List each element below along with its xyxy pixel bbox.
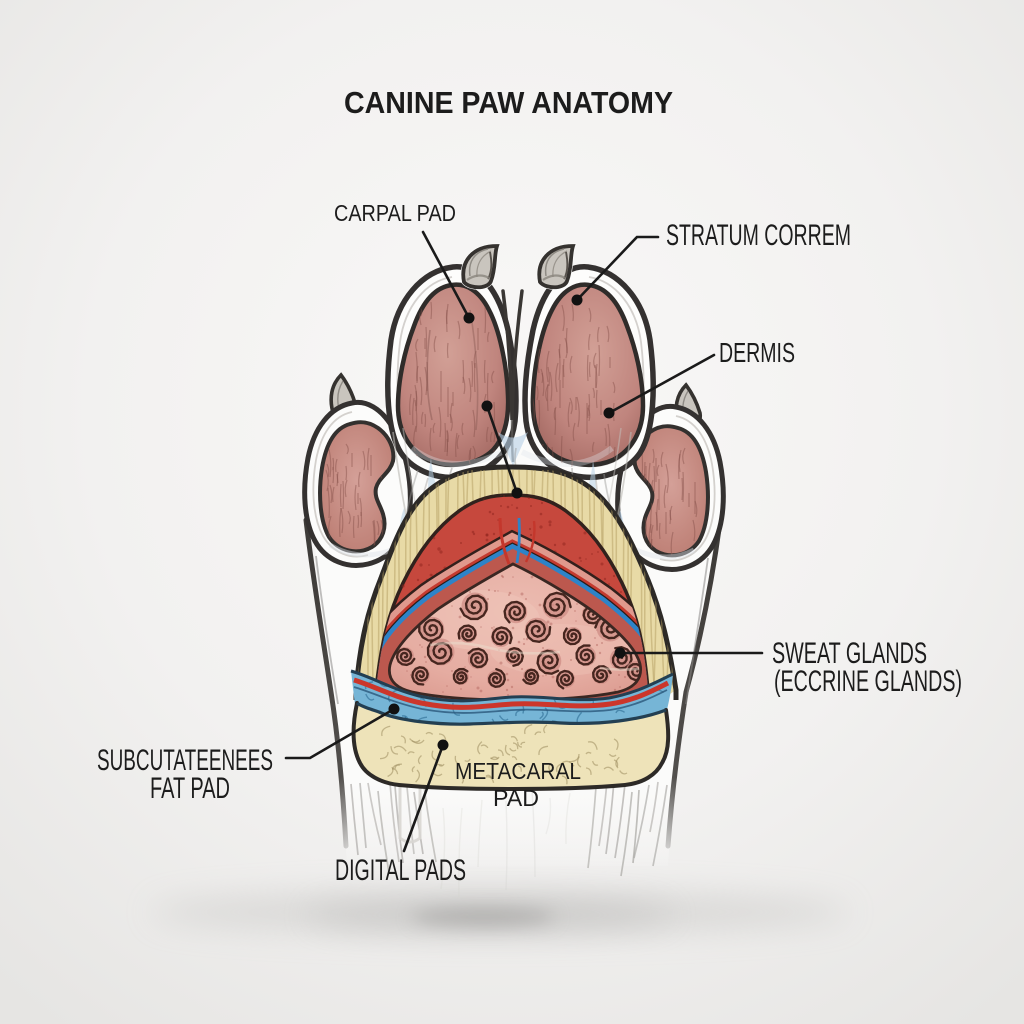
svg-text:STRATUM CORREM: STRATUM CORREM <box>666 219 851 252</box>
svg-text:CARPAL PAD: CARPAL PAD <box>334 200 456 226</box>
svg-text:DIGITAL PADS: DIGITAL PADS <box>335 854 466 887</box>
svg-text:SUBCUTATEENEES: SUBCUTATEENEES <box>97 744 273 777</box>
svg-text:CANINE PAW ANATOMY: CANINE PAW ANATOMY <box>344 85 673 120</box>
svg-text:(ECCRINE GLANDS): (ECCRINE GLANDS) <box>774 665 962 698</box>
svg-text:SWEAT GLANDS: SWEAT GLANDS <box>772 637 927 670</box>
svg-text:METACARAL: METACARAL <box>455 758 581 784</box>
svg-text:DERMIS: DERMIS <box>719 337 795 368</box>
svg-text:PAD: PAD <box>493 785 539 811</box>
svg-text:FAT PAD: FAT PAD <box>150 772 230 805</box>
